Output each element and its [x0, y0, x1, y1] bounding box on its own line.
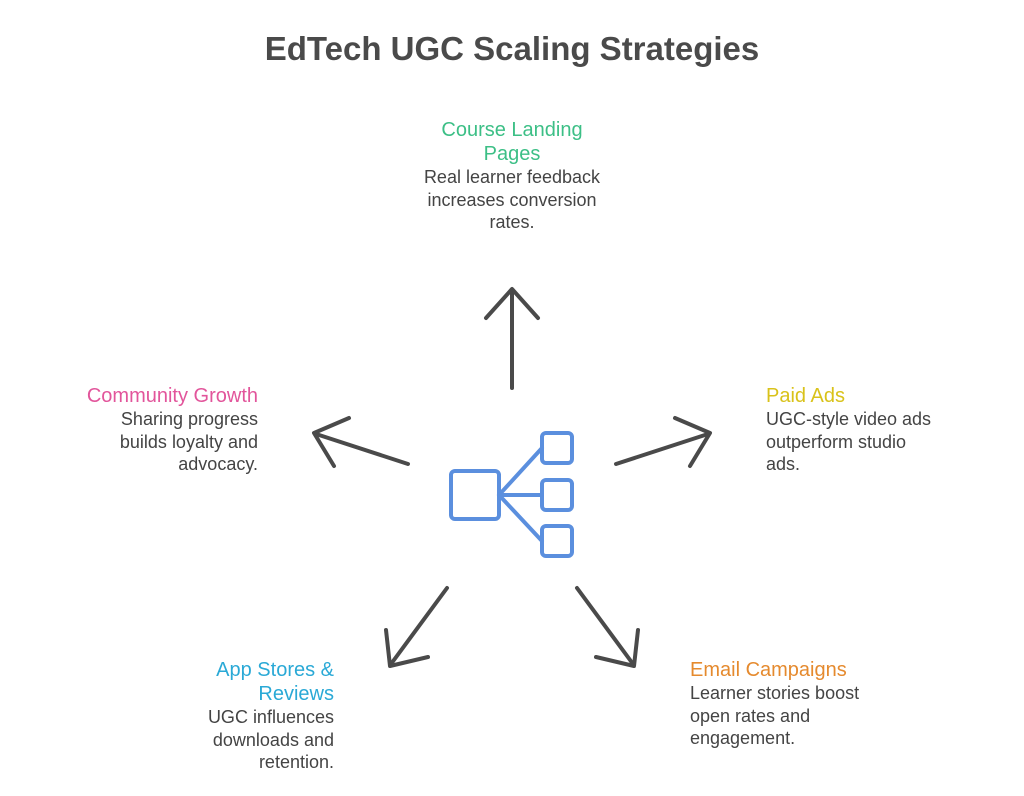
node-description-line: rates. — [489, 212, 535, 232]
node-course-landing-pages: Course Landing Pages Real learner feedba… — [402, 118, 622, 234]
node-description: Learner stories boost open rates and eng… — [690, 682, 910, 750]
node-description: Sharing progress builds loyalty and advo… — [38, 408, 258, 476]
node-description-line: UGC influences — [207, 707, 334, 727]
node-app-stores-reviews: App Stores & Reviews UGC influences down… — [114, 658, 334, 774]
node-description: UGC influences downloads and retention. — [114, 706, 334, 774]
node-paid-ads: Paid Ads UGC-style video ads outperform … — [766, 384, 966, 476]
node-description-line: builds loyalty and — [119, 431, 258, 452]
node-email-campaigns: Email Campaigns Learner stories boost op… — [690, 658, 910, 750]
arrow-left — [312, 416, 410, 468]
node-description-line: increases conversion — [427, 189, 597, 210]
node-title-line: Course Landing — [441, 119, 583, 141]
node-title-line: App Stores & — [216, 659, 334, 681]
node-description-line: retention. — [258, 752, 334, 772]
node-title: Email Campaigns — [690, 659, 847, 681]
node-description-line: downloads and — [212, 729, 334, 750]
arrow-right — [614, 416, 712, 468]
node-description-line: ads. — [766, 454, 801, 474]
node-title-line: Reviews — [258, 683, 334, 705]
node-description-line: Learner stories boost — [690, 683, 860, 703]
hierarchy-icon — [449, 431, 574, 558]
node-title: Paid Ads — [766, 385, 845, 407]
node-description-line: Real learner feedback — [423, 167, 601, 187]
node-title: App Stores & Reviews — [114, 658, 334, 706]
node-description-line: UGC-style video ads — [766, 409, 932, 429]
node-description-line: engagement. — [690, 728, 796, 748]
node-community-growth: Community Growth Sharing progress builds… — [38, 384, 258, 476]
arrow-up — [484, 287, 540, 390]
node-description-line: advocacy. — [178, 454, 258, 474]
node-description-line: open rates and — [690, 705, 811, 726]
node-description: Real learner feedback increases conversi… — [402, 166, 622, 234]
node-description: UGC-style video ads outperform studio ad… — [766, 408, 966, 476]
page-title: EdTech UGC Scaling Strategies — [264, 30, 760, 67]
arrow-down-right — [575, 586, 640, 668]
node-title-line: Pages — [483, 143, 541, 165]
node-title: Course Landing Pages — [402, 118, 622, 166]
node-description-line: Sharing progress — [120, 409, 258, 429]
node-title: Community Growth — [86, 385, 258, 407]
arrow-down-left — [384, 586, 449, 668]
node-description-line: outperform studio — [766, 431, 907, 452]
